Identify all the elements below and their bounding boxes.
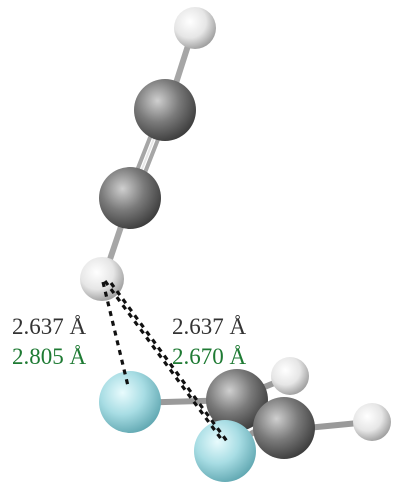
carbon-atom-fragment-b (253, 397, 315, 459)
carbon-atom-lower (99, 167, 161, 229)
hydrogen-atom-top (174, 7, 216, 49)
contact-lines (101, 280, 231, 445)
carbon-atom-fragment-a (206, 369, 268, 431)
contact-h-f-right-parallel (109, 282, 231, 445)
fluorine-atom-left (99, 371, 161, 433)
distance-right-primary: 2.637 Å (172, 314, 247, 339)
fluorine-atom-bottom (194, 420, 256, 482)
acetylene-bonds (100, 27, 196, 283)
distance-left-primary: 2.637 Å (12, 314, 87, 339)
fragment-atoms (99, 357, 391, 482)
distance-left-secondary: 2.805 Å (12, 344, 87, 369)
hydrogen-atom-upper-right (271, 357, 309, 395)
contact-h-f-right (103, 280, 224, 441)
carbon-atom-upper (134, 79, 196, 141)
hydrogen-atom-right (353, 403, 391, 441)
distance-right-secondary: 2.670 Å (172, 344, 247, 369)
contact-h-f-left (101, 281, 130, 387)
distance-labels: 2.637 Å 2.805 Å 2.637 Å 2.670 Å (12, 314, 247, 369)
